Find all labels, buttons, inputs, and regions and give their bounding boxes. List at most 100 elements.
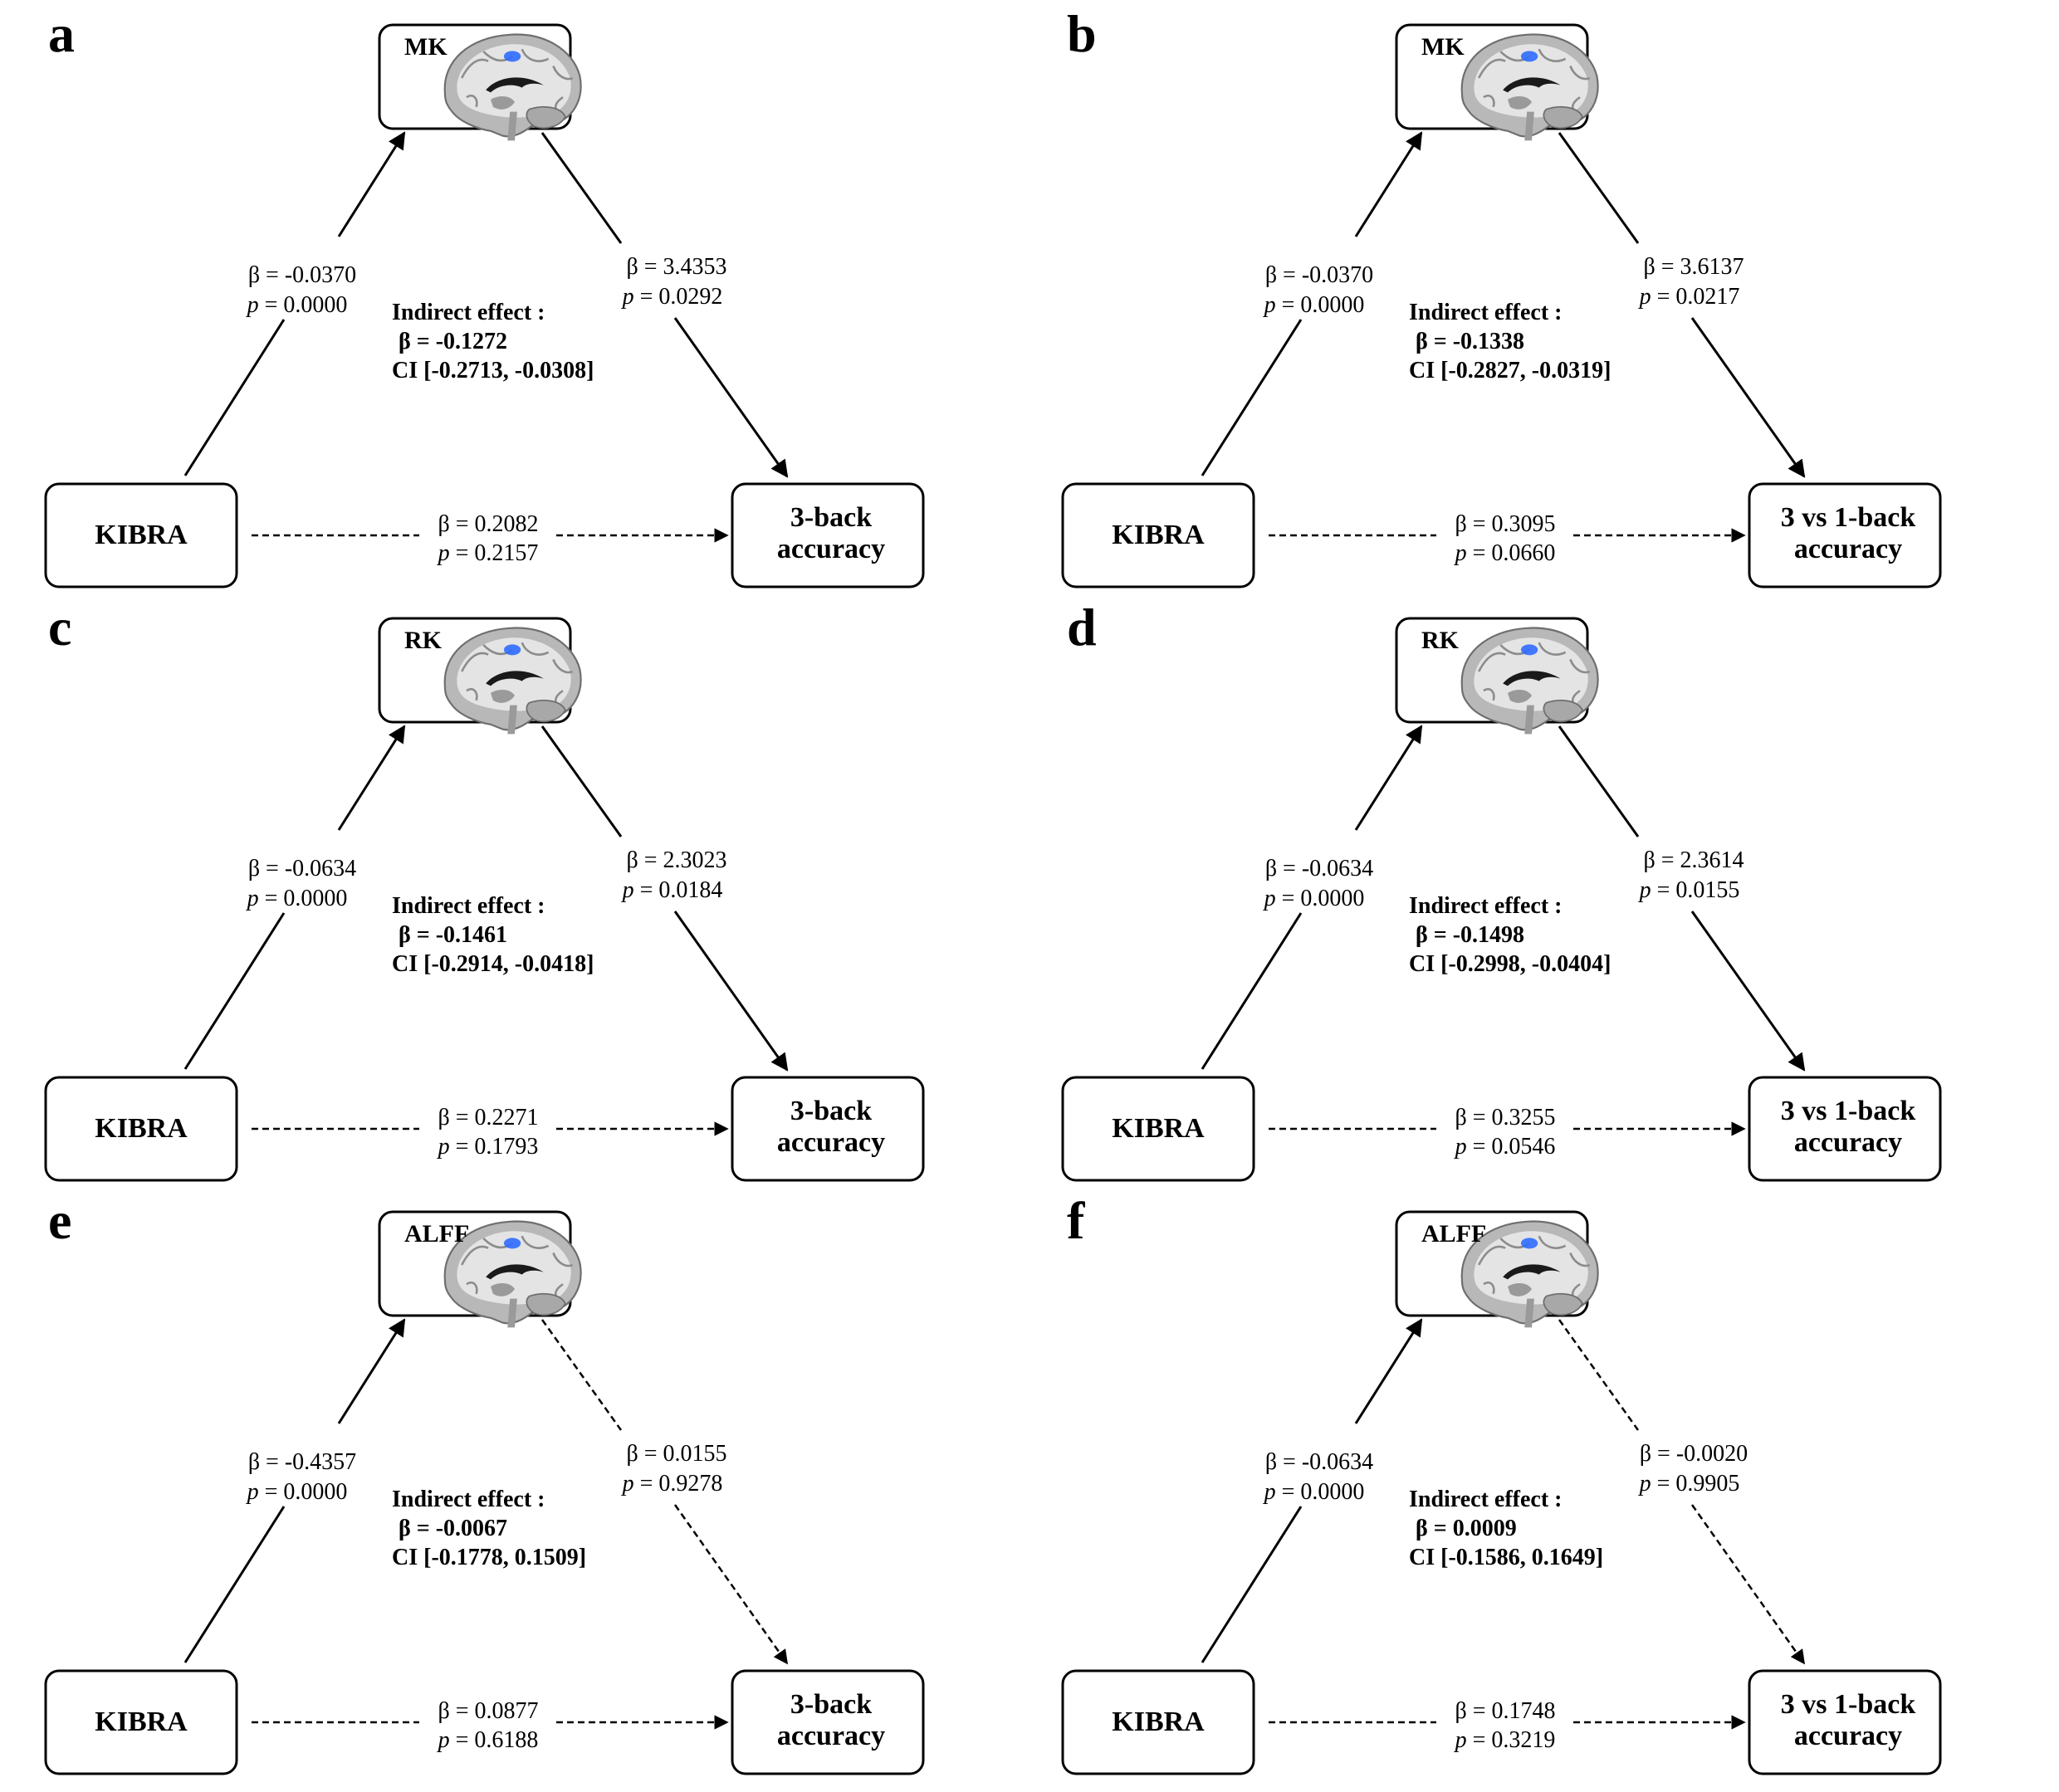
indirect-effect-ci: CI [-0.2914, -0.0418]: [392, 951, 594, 977]
mediator-node: ALFF: [378, 1210, 582, 1329]
p-symbol: p: [1454, 1134, 1467, 1160]
indirect-effect-beta: β = -0.1498: [1416, 922, 1524, 948]
brain-slice-icon: [443, 1220, 582, 1329]
outcome-label-line1: 3-back: [790, 502, 872, 533]
outcome-label-line1: 3-back: [790, 1689, 872, 1720]
path-c-p: p = 0.2157: [437, 540, 539, 566]
path-b-arrow: [673, 1504, 789, 1665]
outcome-label-line1: 3 vs 1-back: [1781, 502, 1916, 533]
path-b-arrow: [1690, 911, 1806, 1072]
indirect-effect-title: Indirect effect :: [1409, 893, 1563, 919]
path-b-upper-segment: [1558, 725, 1640, 837]
path-c-p: p = 0.0546: [1454, 1134, 1556, 1160]
path-c-p: p = 0.0660: [1454, 540, 1556, 566]
path-c-beta: β = 0.2082: [438, 511, 538, 537]
path-a-beta: β = -0.0634: [1265, 1449, 1373, 1475]
outcome-label-line1: 3 vs 1-back: [1781, 1096, 1916, 1126]
path-c-beta: β = 0.3255: [1455, 1105, 1555, 1130]
p-symbol: p: [1263, 886, 1276, 911]
path-a-p: p = 0.0000: [1263, 886, 1365, 911]
path-b-upper-segment: [1558, 132, 1640, 244]
p-value: = 0.0000: [259, 292, 348, 318]
path-b-beta: β = 3.4353: [626, 254, 726, 280]
p-symbol: p: [621, 284, 634, 310]
indirect-effect-beta: β = -0.1461: [399, 922, 507, 948]
panel-letter: b: [1067, 4, 1097, 63]
mediator-label: RK: [1421, 627, 1460, 654]
highlight-region-icon: [1520, 644, 1538, 656]
p-symbol: p: [1263, 1479, 1276, 1505]
predictor-box: [1061, 482, 1255, 588]
predictor-label: KIBRA: [1112, 1113, 1205, 1144]
p-value: = 0.0292: [634, 284, 723, 310]
indirect-effect-ci: CI [-0.2713, -0.0308]: [392, 358, 594, 383]
outcome-box: [1748, 1669, 1942, 1775]
indirect-effect-title: Indirect effect :: [392, 893, 545, 919]
path-a-beta: β = -0.0634: [248, 856, 356, 881]
outcome-label-line2: accuracy: [1794, 1127, 1902, 1158]
p-value: = 0.9905: [1651, 1471, 1740, 1497]
indirect-effect-beta: β = 0.0009: [1416, 1516, 1517, 1541]
highlight-region-icon: [1520, 1238, 1538, 1249]
path-a-p: p = 0.0000: [246, 886, 348, 911]
path-b-beta: β = 0.0155: [626, 1441, 726, 1467]
path-a-lower-segment: [1201, 319, 1303, 476]
outcome-box: [731, 1669, 925, 1775]
path-b-upper-segment: [540, 132, 623, 244]
p-symbol: p: [621, 1471, 634, 1497]
outcome-box: [1748, 1076, 1942, 1182]
p-value: = 0.9278: [634, 1471, 723, 1497]
predictor-box: [1061, 1076, 1255, 1182]
path-c-beta: β = 0.1748: [1455, 1698, 1555, 1724]
brain-slice-icon: [1460, 33, 1599, 142]
indirect-effect-title: Indirect effect :: [1409, 300, 1563, 325]
mediator-label: ALFF: [404, 1220, 469, 1248]
p-symbol: p: [437, 540, 450, 566]
path-c-beta: β = 0.0877: [438, 1698, 538, 1724]
p-value: = 0.6188: [450, 1727, 539, 1753]
outcome-label-line1: 3-back: [790, 1096, 872, 1126]
panel-letter: a: [48, 4, 75, 63]
predictor-label: KIBRA: [95, 1113, 188, 1144]
highlight-region-icon: [503, 1238, 521, 1249]
panel-letter: d: [1067, 598, 1097, 657]
predictor-box: [44, 1669, 238, 1775]
mediator-label: MK: [404, 33, 448, 61]
path-b-upper-segment: [1558, 1319, 1640, 1431]
path-b-arrow: [673, 317, 789, 478]
predictor-label: KIBRA: [1112, 520, 1205, 550]
p-symbol: p: [1263, 292, 1276, 318]
path-a-beta: β = -0.0370: [1265, 262, 1373, 288]
path-a-beta: β = -0.4357: [248, 1449, 356, 1475]
indirect-effect-title: Indirect effect :: [1409, 1487, 1563, 1512]
outcome-label-line2: accuracy: [777, 534, 885, 564]
outcome-label-line2: accuracy: [1794, 534, 1902, 564]
path-b-arrow: [1690, 317, 1806, 478]
path-c-beta: β = 0.3095: [1455, 511, 1555, 537]
path-a-lower-segment: [1201, 1506, 1303, 1663]
indirect-effect-ci: CI [-0.2827, -0.0319]: [1409, 358, 1611, 383]
p-value: = 0.0000: [259, 1479, 348, 1505]
mediator-label: RK: [404, 627, 443, 654]
p-symbol: p: [1638, 877, 1651, 903]
p-value: = 0.0000: [1276, 1479, 1365, 1505]
predictor-label: KIBRA: [1112, 1707, 1205, 1737]
highlight-region-icon: [503, 51, 521, 62]
panel-letter: f: [1067, 1191, 1085, 1250]
path-a-p: p = 0.0000: [246, 292, 348, 318]
path-b-p: p = 0.9905: [1638, 1471, 1740, 1497]
p-value: = 0.0155: [1651, 877, 1740, 903]
path-b-beta: β = -0.0020: [1640, 1441, 1748, 1467]
indirect-effect-title: Indirect effect :: [392, 300, 545, 325]
path-b-p: p = 0.0292: [621, 284, 723, 310]
outcome-box: [1748, 482, 1942, 588]
outcome-label-line2: accuracy: [1794, 1721, 1902, 1751]
mediator-node: MK: [1395, 23, 1599, 142]
predictor-box: [44, 482, 238, 588]
path-a-arrow: [337, 1318, 406, 1424]
